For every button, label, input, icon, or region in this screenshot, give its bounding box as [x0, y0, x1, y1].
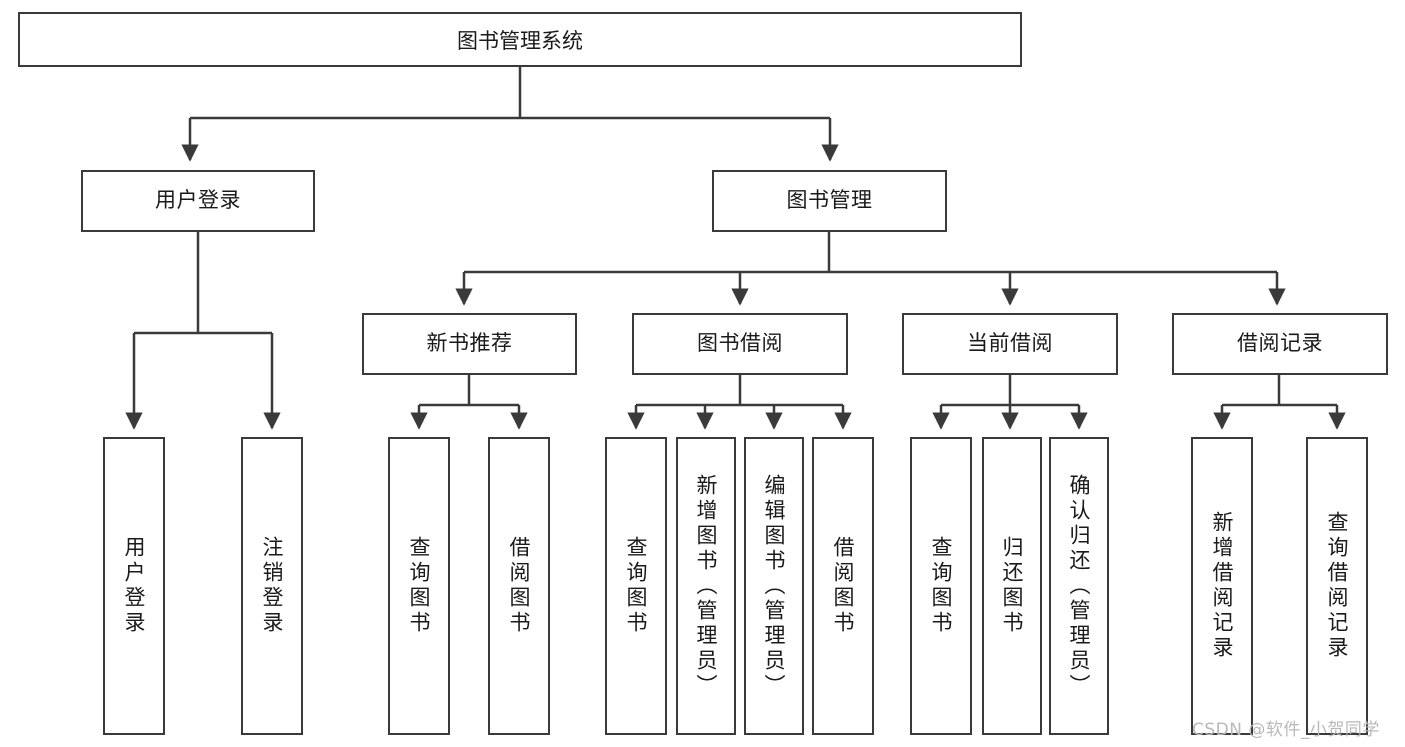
leaf-user-login-logout-label: 注销登录 [260, 536, 285, 636]
leaf-new-book-query-label: 查询图书 [407, 536, 432, 636]
node-current-borrow-label: 当前借阅 [967, 331, 1053, 356]
leaf-borrow-record-query-label: 查询借阅记录 [1325, 511, 1350, 661]
node-user-login-label: 用户登录 [155, 188, 241, 213]
leaf-current-borrow-return-label: 归还图书 [1000, 536, 1025, 636]
leaf-book-borrow-query[interactable]: 查询图书 [605, 437, 667, 735]
leaf-book-borrow-add[interactable]: 新增图书（管理员） [676, 437, 736, 735]
leaf-new-book-borrow[interactable]: 借阅图书 [488, 437, 550, 735]
node-root[interactable]: 图书管理系统 [18, 12, 1022, 67]
leaf-borrow-record-add-label: 新增借阅记录 [1210, 511, 1235, 661]
node-new-book-recommend[interactable]: 新书推荐 [362, 313, 577, 375]
node-user-login[interactable]: 用户登录 [81, 170, 315, 232]
leaf-current-borrow-confirm-label: 确认归还（管理员） [1067, 473, 1092, 699]
leaf-user-login-logout[interactable]: 注销登录 [241, 437, 303, 735]
node-new-book-recommend-label: 新书推荐 [426, 331, 513, 356]
leaf-borrow-record-add[interactable]: 新增借阅记录 [1191, 437, 1253, 735]
node-book-management-label: 图书管理 [786, 188, 873, 213]
leaf-user-login-login[interactable]: 用户登录 [103, 437, 165, 735]
leaf-book-borrow-borrow[interactable]: 借阅图书 [812, 437, 874, 735]
node-root-label: 图书管理系统 [457, 28, 583, 53]
leaf-book-borrow-edit[interactable]: 编辑图书（管理员） [744, 437, 804, 735]
csdn-watermark: CSDN @软件_小贺同学 [1192, 720, 1380, 740]
leaf-book-borrow-add-label: 新增图书（管理员） [694, 473, 719, 699]
node-book-borrow[interactable]: 图书借阅 [632, 313, 848, 375]
leaf-new-book-query[interactable]: 查询图书 [388, 437, 450, 735]
leaf-book-borrow-borrow-label: 借阅图书 [831, 536, 856, 636]
leaf-book-borrow-query-label: 查询图书 [624, 536, 649, 636]
leaf-current-borrow-return[interactable]: 归还图书 [982, 437, 1042, 735]
leaf-book-borrow-edit-label: 编辑图书（管理员） [762, 473, 787, 699]
node-current-borrow[interactable]: 当前借阅 [902, 313, 1118, 375]
leaf-current-borrow-confirm[interactable]: 确认归还（管理员） [1049, 437, 1109, 735]
leaf-new-book-borrow-label: 借阅图书 [507, 536, 532, 636]
leaf-borrow-record-query[interactable]: 查询借阅记录 [1306, 437, 1368, 735]
node-book-borrow-label: 图书借阅 [697, 331, 783, 356]
node-borrow-record[interactable]: 借阅记录 [1172, 313, 1388, 375]
leaf-current-borrow-query-label: 查询图书 [929, 536, 954, 636]
node-book-management[interactable]: 图书管理 [712, 170, 947, 232]
node-borrow-record-label: 借阅记录 [1237, 331, 1323, 356]
leaf-user-login-login-label: 用户登录 [122, 536, 147, 636]
leaf-current-borrow-query[interactable]: 查询图书 [910, 437, 972, 735]
